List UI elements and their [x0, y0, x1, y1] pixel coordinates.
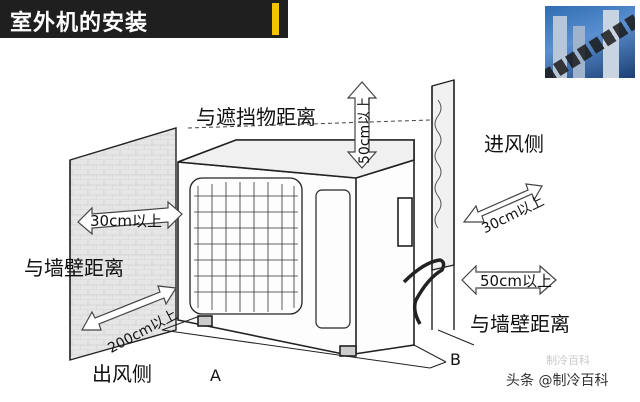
dimension-lines: [161, 315, 475, 369]
wall-distance-left-label: 与墙壁距离: [24, 256, 124, 280]
right-lower-arrow: [461, 264, 557, 296]
page-title: 室外机的安装: [10, 11, 149, 36]
inlet-side-label: 进风侧: [484, 132, 544, 156]
top-clearance-label: 50cm以上: [357, 96, 373, 164]
top-arrow: [346, 81, 378, 169]
watermark: 制冷百科: [546, 354, 590, 367]
title-accent: [272, 3, 279, 35]
left-clearance-label: 30cm以上: [90, 212, 162, 230]
thumbnail-photo: [545, 6, 635, 78]
dimension-a-label: A: [210, 366, 221, 385]
dimension-b-label: B: [450, 350, 461, 369]
outlet-arrow: [80, 285, 178, 331]
right-upper-arrow: [462, 183, 543, 223]
left-arrow: [77, 200, 183, 236]
source-credit: 头条 @制冷百科: [506, 373, 609, 389]
title-bar: 室外机的安装: [0, 0, 288, 38]
obstacle-distance-label: 与遮挡物距离: [196, 105, 316, 129]
right-wall: [431, 79, 455, 330]
outlet-side-label: 出风侧: [92, 362, 152, 386]
wall-distance-right-label: 与墙壁距离: [470, 312, 570, 336]
obstacle-line: [187, 119, 431, 129]
clearance-arrows: [77, 81, 557, 331]
outdoor-unit: [177, 139, 446, 357]
right-lower-clearance-label: 50cm以上: [480, 272, 552, 290]
